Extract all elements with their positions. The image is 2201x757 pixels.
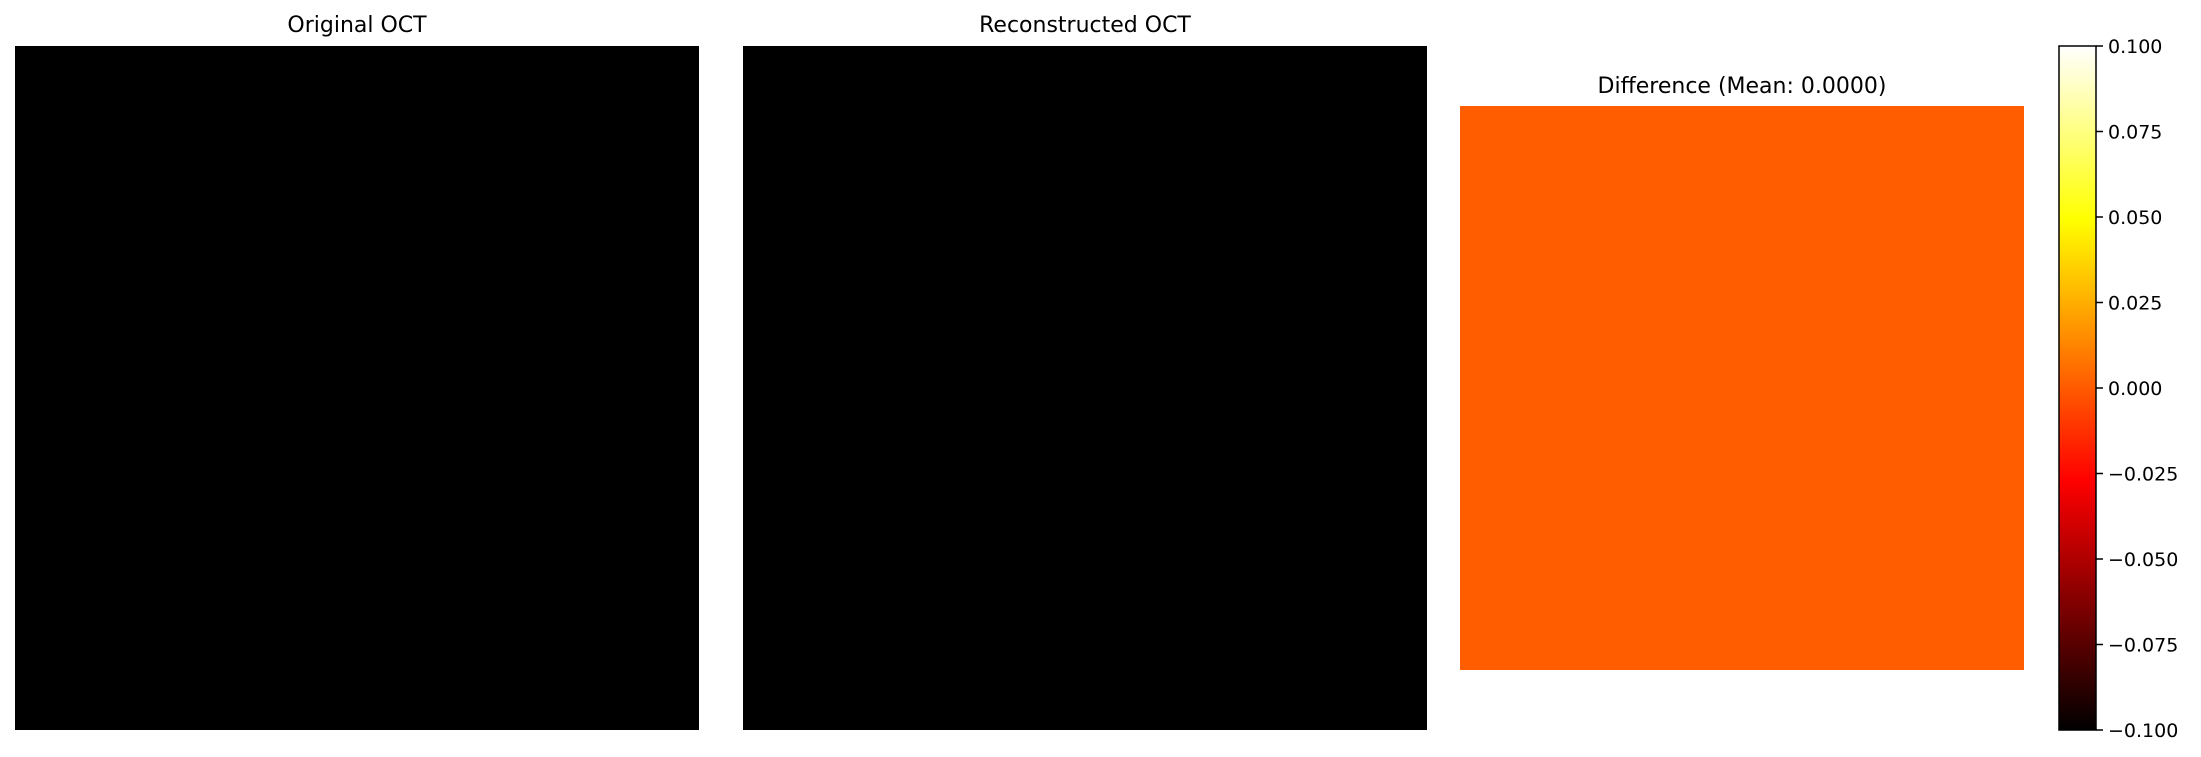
colorbar-tick-label: 0.100 [2108, 36, 2162, 58]
colorbar-tick-label: 0.025 [2108, 293, 2162, 315]
panel-1-image [15, 46, 699, 730]
panel-1-title: Original OCT [287, 13, 427, 38]
colorbar-ticks: −0.100 −0.075 −0.050 −0.025 0.000 0.025 0.050 0… [2096, 36, 2178, 742]
colorbar-tick-label: −0.075 [2108, 635, 2178, 657]
colorbar-tick-label: −0.050 [2108, 549, 2178, 571]
panel-3-title: Difference (Mean: 0.0000) [1598, 74, 1887, 99]
panel-2-image [743, 46, 1427, 730]
colorbar-tick-label: 0.000 [2108, 378, 2162, 400]
panel-3-image [1460, 106, 2024, 670]
panel-2-title: Reconstructed OCT [979, 13, 1191, 38]
colorbar-tick-label: 0.075 [2108, 122, 2162, 144]
colorbar-gradient [2059, 46, 2096, 730]
colorbar-tick-label: 0.050 [2108, 207, 2162, 229]
colorbar-tick-label: −0.025 [2108, 464, 2178, 486]
colorbar-tick-label: −0.100 [2108, 720, 2178, 742]
